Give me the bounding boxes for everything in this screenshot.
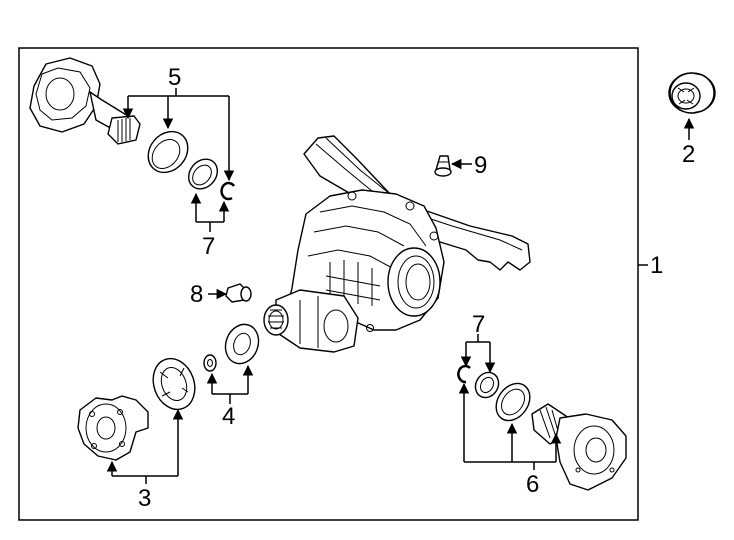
- assembly-frame: [18, 47, 639, 521]
- callout-9-label: 9: [474, 152, 487, 179]
- callout-5-leader: [122, 88, 235, 182]
- callout-5-label: 5: [168, 64, 181, 91]
- callout-2-label: 2: [682, 141, 695, 168]
- bushing-part: [668, 72, 716, 114]
- left-cv-joint-part: [29, 57, 141, 145]
- breather-part: [434, 155, 452, 177]
- callout-7-upper-leader: [190, 192, 230, 232]
- callout-3-leader: [106, 408, 184, 484]
- callout-1-label: 1: [650, 252, 663, 279]
- left-seal-ring-part: [147, 130, 189, 174]
- callout-4-label: 4: [222, 403, 235, 430]
- right-seal-ring-part: [495, 382, 531, 422]
- right-small-seal-part: [474, 371, 500, 399]
- callout-7-lower-leader: [460, 334, 496, 374]
- bearing-part: [152, 357, 196, 411]
- left-small-seal-part: [187, 158, 219, 190]
- callout-6-leader: [458, 382, 562, 470]
- right-snap-ring-part: [457, 364, 471, 384]
- washer-part: [203, 354, 217, 372]
- companion-flange-part: [77, 395, 149, 461]
- callout-8-label: 8: [190, 281, 203, 308]
- callout-4-leader: [206, 364, 254, 404]
- callout-6-label: 6: [526, 471, 539, 498]
- right-cv-joint-part: [531, 403, 627, 491]
- callout-7-lower-label: 7: [472, 311, 485, 338]
- callout-3-label: 3: [138, 485, 151, 512]
- pinion-seal-part: [224, 323, 260, 365]
- left-snap-ring-part: [220, 181, 236, 201]
- differential-housing-part: [263, 135, 531, 353]
- callout-7-upper-label: 7: [202, 233, 215, 260]
- drain-plug-part: [225, 283, 252, 303]
